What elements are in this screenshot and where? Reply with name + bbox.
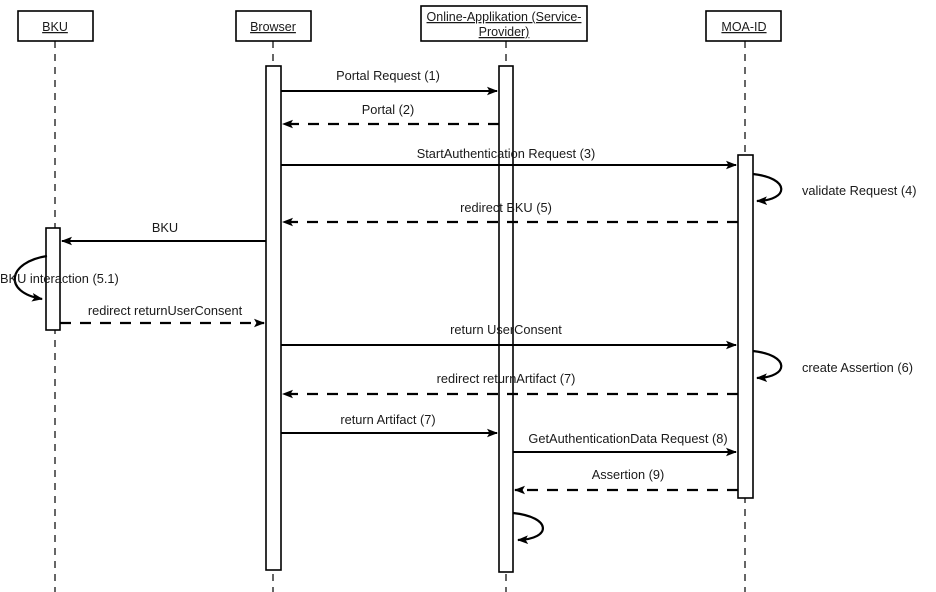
message-label-assertion: Assertion (9) — [592, 467, 665, 482]
message-arrow-bku-interaction — [13, 254, 48, 302]
message-label-return-artifact: return Artifact (7) — [340, 412, 435, 427]
message-arrow-authenticateuser — [512, 511, 544, 544]
activation-bar-bku — [45, 227, 61, 331]
message-redirect-returnartifact[interactable]: redirect returnArtifact (7) — [282, 371, 738, 399]
message-label-create-assertion: create Assertion (6) — [802, 360, 913, 375]
message-portal-request[interactable]: Portal Request (1) — [281, 68, 498, 96]
participant-box-bku[interactable] — [17, 10, 94, 42]
message-label-bku: BKU — [152, 220, 178, 235]
message-validate-request[interactable]: validate Request (4) — [752, 172, 917, 205]
activation-bar-online-applikation — [498, 65, 514, 573]
activation-bars-group — [45, 65, 754, 573]
participant-moa-id[interactable]: MOA-ID — [705, 10, 782, 42]
participant-label-online-applikation-line2: Provider) — [479, 25, 530, 39]
message-arrow-create-assertion — [752, 349, 783, 382]
message-label-bku-interaction: BKU interaction (5.1) — [0, 271, 119, 286]
message-label-startauthentication-request: StartAuthentication Request (3) — [417, 146, 596, 161]
participant-label-moa-id: MOA-ID — [721, 20, 766, 34]
message-authenticateuser[interactable] — [512, 511, 544, 544]
participant-box-online-applikation[interactable] — [420, 5, 588, 42]
participant-box-browser[interactable] — [235, 10, 312, 42]
activation-bar-browser — [265, 65, 282, 571]
participant-box-moa-id[interactable] — [705, 10, 782, 42]
message-portal[interactable]: Portal (2) — [282, 102, 499, 129]
participant-bku[interactable]: BKU — [17, 10, 94, 42]
participant-online-applikation[interactable]: Online-Applikation (Service- Provider) — [420, 5, 588, 42]
participant-label-bku: BKU — [42, 20, 68, 34]
message-redirect-returnuserconsent[interactable]: redirect returnUserConsent — [60, 303, 265, 328]
message-return-artifact[interactable]: return Artifact (7) — [281, 412, 498, 438]
activation-bar-moa-id — [737, 154, 754, 499]
message-arrow-validate-request — [752, 172, 783, 205]
message-create-assertion[interactable]: create Assertion (6) — [752, 349, 913, 382]
message-label-redirect-bku: redirect BKU (5) — [460, 200, 552, 215]
message-startauthentication-request[interactable]: StartAuthentication Request (3) — [281, 146, 737, 170]
message-label-portal: Portal (2) — [362, 102, 415, 117]
message-assertion[interactable]: Assertion (9) — [514, 467, 738, 495]
message-label-redirect-returnuserconsent: redirect returnUserConsent — [88, 303, 243, 318]
participant-browser[interactable]: Browser — [235, 10, 312, 42]
message-getauthenticationdata-request[interactable]: GetAuthenticationData Request (8) — [513, 431, 737, 457]
message-label-return-userconsent: return UserConsent — [450, 322, 562, 337]
participant-label-browser: Browser — [250, 20, 296, 34]
message-bku[interactable]: BKU — [61, 220, 266, 246]
message-label-getauthenticationdata-request: GetAuthenticationData Request (8) — [528, 431, 727, 446]
message-return-userconsent[interactable]: return UserConsent — [281, 322, 737, 350]
participant-label-online-applikation-line1: Online-Applikation (Service- — [427, 10, 582, 24]
message-label-validate-request: validate Request (4) — [802, 183, 917, 198]
message-redirect-bku[interactable]: redirect BKU (5) — [282, 200, 738, 227]
message-label-portal-request: Portal Request (1) — [336, 68, 440, 83]
message-bku-interaction[interactable]: BKU interaction (5.1) — [0, 254, 119, 302]
message-label-redirect-returnartifact: redirect returnArtifact (7) — [437, 371, 576, 386]
